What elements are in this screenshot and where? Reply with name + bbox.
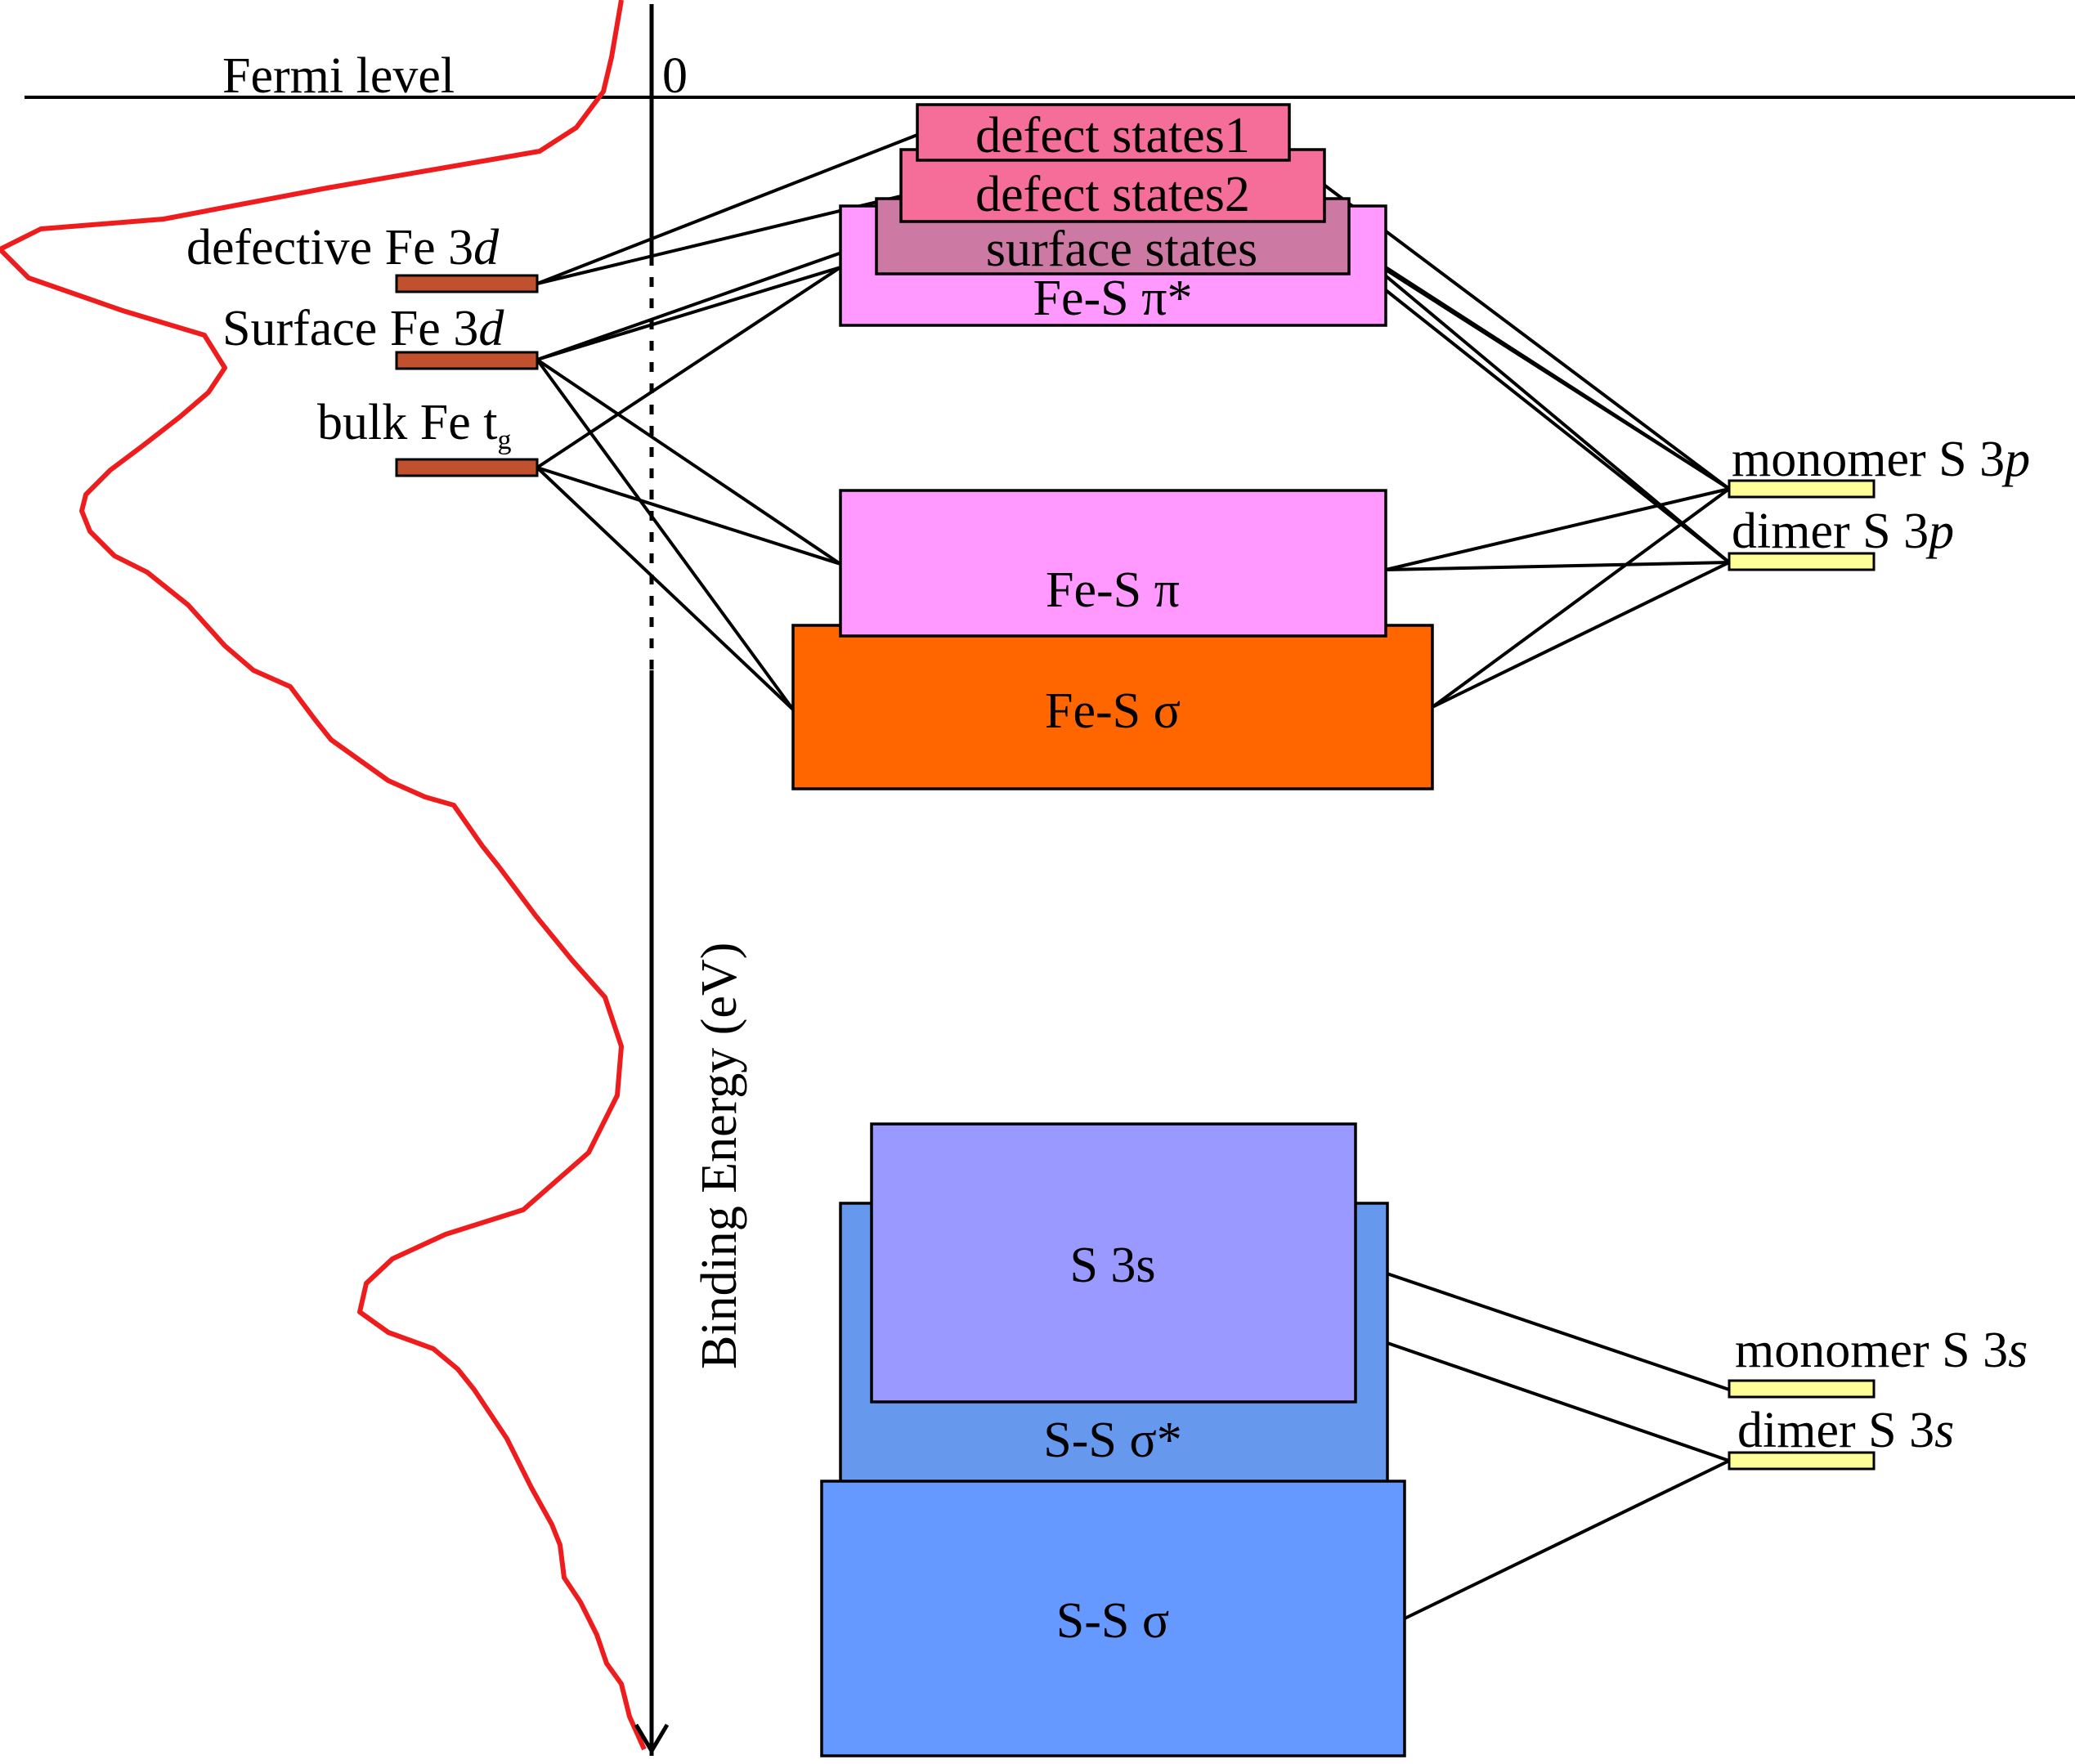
surface-fe-3d-level	[395, 351, 539, 370]
defect-states-1-label: defect states1	[975, 108, 1250, 163]
dos-curve	[0, 0, 647, 1751]
s-3s-band	[870, 1122, 1357, 1404]
s-3s-label: S 3s	[1069, 1238, 1155, 1293]
axis-arrowhead	[634, 1723, 670, 1755]
fe-s-pi-star-label: Fe-S π*	[1033, 271, 1193, 326]
defective-fe-3d-label: defective Fe 3d	[186, 220, 500, 275]
fe-s-sigma-band	[791, 624, 1434, 790]
monomer-s-3p-label: monomer S 3p	[1732, 432, 2030, 487]
defective-fe-3d-level	[395, 274, 539, 293]
bulk-fe-tg-level	[395, 458, 539, 477]
s-s-sigma-label: S-S σ	[1056, 1593, 1170, 1649]
zero-label: 0	[662, 48, 688, 104]
fe-s-pi-label: Fe-S π	[1046, 562, 1180, 618]
fe-s-pi-band	[839, 489, 1387, 638]
s-s-sigma-band	[820, 1480, 1406, 1757]
surface-states-label: surface states	[986, 222, 1257, 277]
fermi-level-label: Fermi level	[222, 48, 455, 104]
bulk-fe-tg-label: bulk Fe tg	[317, 395, 511, 455]
surface-fe-3d-label: Surface Fe 3d	[222, 301, 504, 356]
orbital-connections	[536, 133, 1731, 1620]
dimer-s-3s-label: dimer S 3s	[1737, 1403, 1954, 1458]
monomer-s-3s-label: monomer S 3s	[1735, 1323, 2028, 1378]
defect-states-1-band	[916, 103, 1291, 162]
s-s-sigma-star-label: S-S σ*	[1043, 1413, 1182, 1468]
axis-title: Binding Energy (eV)	[692, 942, 747, 1369]
monomer-s-3s-level	[1728, 1379, 1876, 1399]
defect-states-2-label: defect states2	[975, 167, 1250, 222]
fe-s-sigma-label: Fe-S σ	[1045, 683, 1181, 739]
dimer-s-3p-label: dimer S 3p	[1732, 504, 1954, 559]
